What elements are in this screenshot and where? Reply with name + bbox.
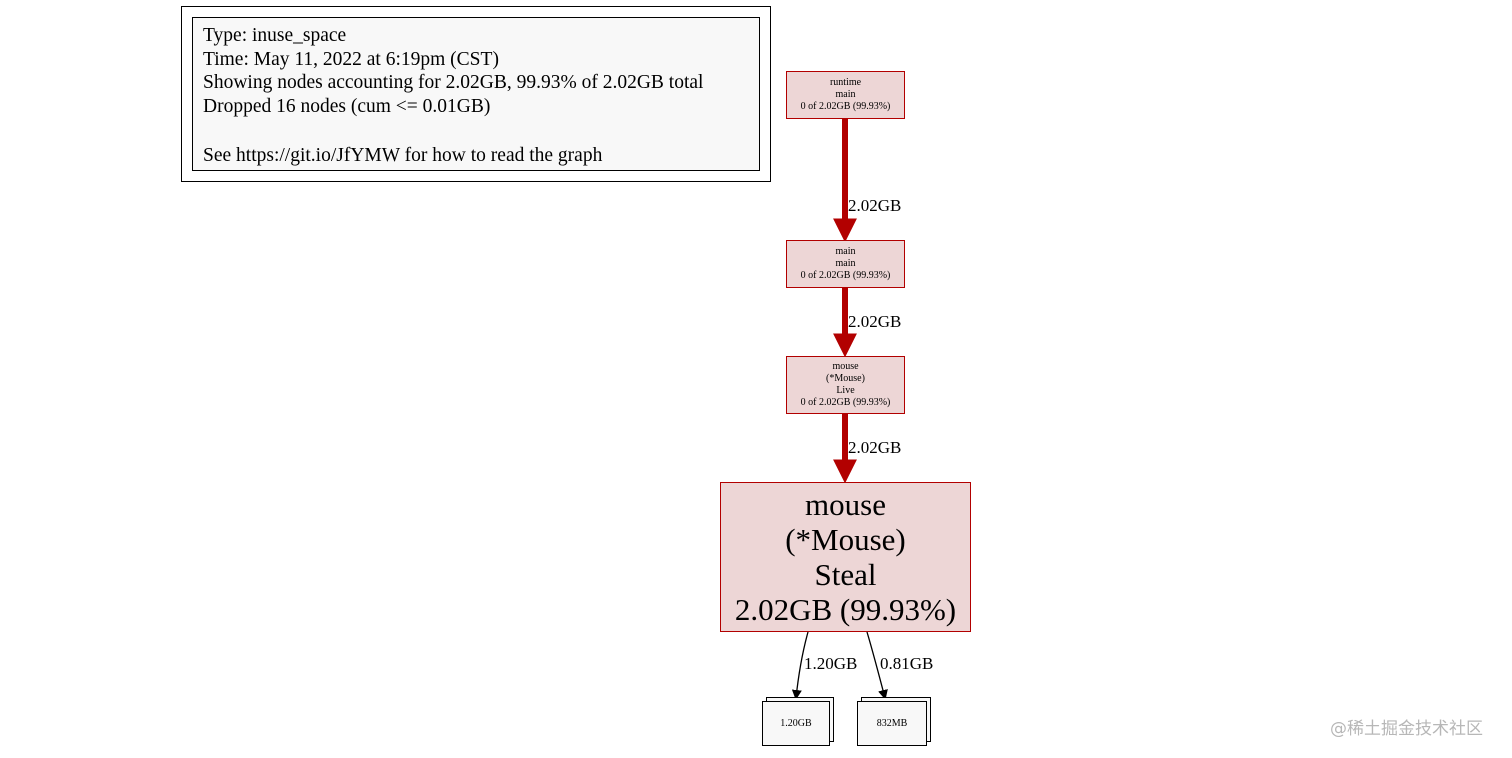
node-mouse-live-func: Live bbox=[836, 385, 855, 396]
edge-label-runtime-to-main: 2.02GB bbox=[848, 196, 902, 215]
node-main-main-pkg: main bbox=[835, 246, 856, 257]
legend-type: Type: inuse_space bbox=[203, 25, 347, 46]
node-runtime-main-func: main bbox=[835, 89, 856, 100]
legend-content: Type: inuse_space Time: May 11, 2022 at … bbox=[192, 17, 760, 171]
legend-box: Type: inuse_space Time: May 11, 2022 at … bbox=[181, 6, 771, 182]
edge-label-live-to-steal: 2.02GB bbox=[848, 438, 902, 457]
leaf-alloc-left-label: 1.20GB bbox=[780, 718, 812, 729]
legend-showing: Showing nodes accounting for 2.02GB, 99.… bbox=[203, 72, 704, 93]
edge-label-steal-to-right: 0.81GB bbox=[880, 654, 934, 673]
node-runtime-main[interactable]: runtime main 0 of 2.02GB (99.93%) bbox=[786, 71, 905, 119]
node-runtime-main-pkg: runtime bbox=[829, 77, 862, 88]
leaf-alloc-right-label: 832MB bbox=[876, 718, 908, 729]
node-main-main-func: main bbox=[835, 258, 856, 269]
node-mouse-steal-value: 2.02GB (99.93%) bbox=[734, 592, 957, 627]
leaf-alloc-left[interactable]: 1.20GB bbox=[762, 701, 830, 746]
watermark: @稀土掘金技术社区 bbox=[1330, 719, 1483, 739]
edge-label-steal-to-left: 1.20GB bbox=[804, 654, 858, 673]
edge-label-main-to-live: 2.02GB bbox=[848, 312, 902, 331]
node-mouse-live-value: 0 of 2.02GB (99.93%) bbox=[800, 397, 891, 408]
node-mouse-steal-type: (*Mouse) bbox=[785, 522, 906, 557]
node-mouse-steal-pkg: mouse bbox=[805, 487, 886, 522]
node-mouse-steal-func: Steal bbox=[814, 557, 877, 592]
edge-steal-to-right bbox=[866, 631, 888, 700]
legend-help: See https://git.io/JfYMW for how to read… bbox=[203, 145, 603, 166]
node-mouse-live-type: (*Mouse) bbox=[826, 373, 865, 384]
legend-time: Time: May 11, 2022 at 6:19pm (CST) bbox=[203, 48, 499, 70]
node-main-main[interactable]: main main 0 of 2.02GB (99.93%) bbox=[786, 240, 905, 288]
legend-dropped: Dropped 16 nodes (cum <= 0.01GB) bbox=[203, 95, 491, 117]
node-mouse-steal[interactable]: mouse (*Mouse) Steal 2.02GB (99.93%) bbox=[720, 482, 971, 632]
edge-steal-to-left bbox=[791, 631, 809, 700]
node-mouse-live-pkg: mouse bbox=[832, 361, 859, 372]
leaf-alloc-right[interactable]: 832MB bbox=[857, 701, 927, 746]
node-runtime-main-value: 0 of 2.02GB (99.93%) bbox=[800, 101, 891, 112]
node-mouse-live[interactable]: mouse (*Mouse) Live 0 of 2.02GB (99.93%) bbox=[786, 356, 905, 414]
node-main-main-value: 0 of 2.02GB (99.93%) bbox=[800, 270, 891, 281]
